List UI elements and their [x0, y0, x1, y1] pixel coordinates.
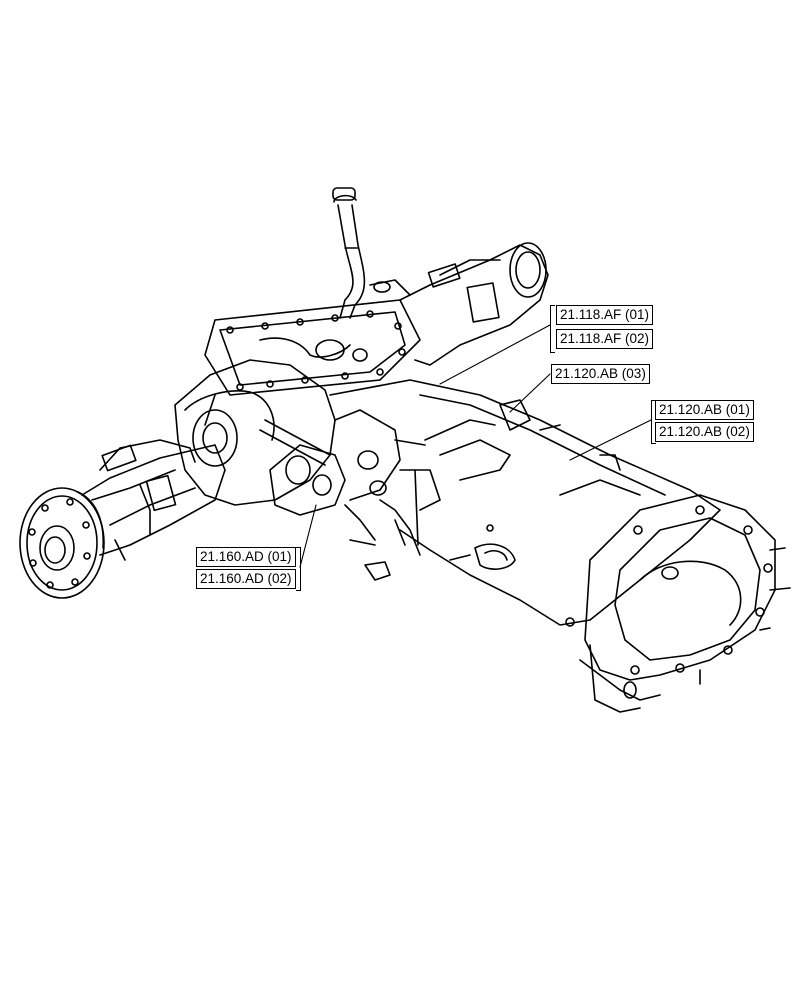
dipstick-tube [332, 187, 366, 319]
ref-label-21-118-af-01[interactable]: 21.118.AF (01) [556, 305, 654, 325]
gearbox-housing [329, 379, 721, 627]
control-valve-cluster [259, 409, 441, 581]
ref-label-21-120-ab-03[interactable]: 21.120.AB (03) [551, 364, 650, 384]
ref-label-21-160-ad-02[interactable]: 21.160.AD (02) [196, 569, 296, 589]
leader-lines [299, 324, 652, 568]
ref-label-21-120-ab-01[interactable]: 21.120.AB (01) [655, 400, 754, 420]
bell-housing [579, 494, 791, 713]
right-axle-housing [369, 242, 549, 366]
ref-label-21-160-ad-01[interactable]: 21.160.AD (01) [196, 547, 296, 567]
left-axle-housing [81, 439, 226, 561]
ref-label-21-118-af-02[interactable]: 21.118.AF (02) [556, 329, 654, 349]
ref-label-21-120-ab-02[interactable]: 21.120.AB (02) [655, 422, 754, 442]
bracket-21-160-ad [296, 547, 301, 591]
left-axle-flange [19, 487, 105, 599]
bracket-21-118-af [550, 305, 555, 353]
center-housing [174, 299, 421, 506]
bracket-21-120-ab [651, 400, 656, 444]
